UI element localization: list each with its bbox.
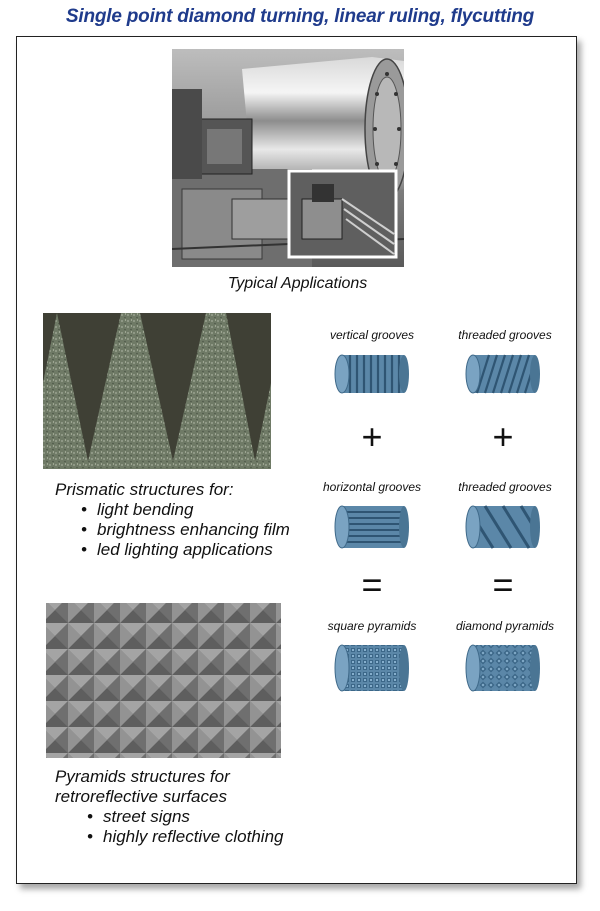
roller-horizontal-grooves: [332, 502, 412, 552]
photo-caption: Typical Applications: [227, 275, 368, 292]
list-item: light bending: [79, 500, 315, 520]
roller-threaded-grooves-2: [463, 502, 543, 552]
pyramid-micrograph: [46, 603, 281, 758]
label-square-pyramids: square pyramids: [327, 619, 417, 633]
roller-threaded-grooves-1: [463, 351, 543, 397]
label-threaded-grooves-1: threaded grooves: [458, 328, 552, 342]
prismatic-heading: Prismatic structures for:: [55, 480, 234, 499]
content-panel: Typical Applications Prismatic structure…: [16, 36, 577, 884]
plus-operator-right: +: [492, 416, 514, 457]
label-diamond-pyramids: diamond pyramids: [455, 619, 555, 633]
label-horizontal-grooves: horizontal grooves: [322, 480, 422, 494]
roller-square-pyramids: [332, 641, 412, 695]
page-title: Single point diamond turning, linear rul…: [65, 6, 535, 27]
label-vertical-grooves: vertical grooves: [329, 328, 415, 342]
prismatic-text: Prismatic structures for: light bending …: [55, 480, 315, 560]
roller-vertical-grooves: [332, 351, 412, 397]
pyramids-text: Pyramids structures for retroreflective …: [55, 767, 305, 847]
pyramids-heading: Pyramids structures for retroreflective …: [55, 767, 230, 806]
list-item: street signs: [85, 807, 305, 827]
list-item: brightness enhancing film: [79, 520, 315, 540]
pyramids-list: street signs highly reflective clothing: [85, 807, 305, 847]
label-threaded-grooves-2: threaded grooves: [458, 480, 552, 494]
equals-operator-left: =: [361, 564, 383, 605]
plus-operator-left: +: [361, 416, 383, 457]
roller-diamond-pyramids: [463, 641, 543, 695]
machine-photo: [172, 49, 404, 267]
equals-operator-right: =: [492, 564, 514, 605]
prismatic-micrograph: [43, 313, 271, 469]
list-item: highly reflective clothing: [85, 827, 305, 847]
list-item: led lighting applications: [79, 540, 315, 560]
prismatic-list: light bending brightness enhancing film …: [79, 500, 315, 560]
